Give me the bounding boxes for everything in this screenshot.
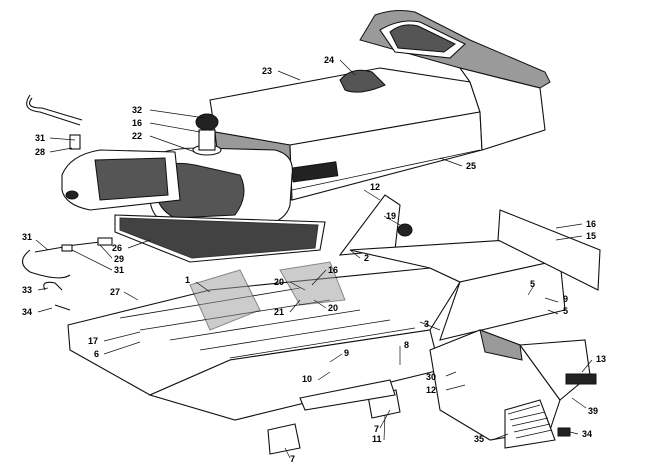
callout-label: 34 <box>22 307 32 317</box>
callout-label: 8 <box>404 340 409 350</box>
callout-label: 31 <box>35 133 45 143</box>
callout-label: 12 <box>370 182 380 192</box>
side-panel <box>429 329 597 449</box>
callout-label: 33 <box>22 285 32 295</box>
callout-label: 31 <box>114 265 124 275</box>
brackets <box>267 379 401 455</box>
callout-label: 30 <box>426 372 436 382</box>
callout-label: 16 <box>586 219 596 229</box>
callout-label: 16 <box>132 118 142 128</box>
callout-label: 28 <box>35 147 45 157</box>
callout-label: 27 <box>110 287 120 297</box>
callout-label: 13 <box>596 354 606 364</box>
callout-label: 12 <box>426 385 436 395</box>
callout-label: 21 <box>274 307 284 317</box>
callout-label: 31 <box>22 232 32 242</box>
callout-label: 20 <box>274 277 284 287</box>
intake-duct <box>26 94 181 211</box>
callout-label: 17 <box>88 336 98 346</box>
callout-label: 7 <box>290 454 295 464</box>
callout-label: 35 <box>474 434 484 444</box>
callout-label: 5 <box>530 279 535 289</box>
callout-label: 6 <box>94 349 99 359</box>
callout-label: 2 <box>364 253 369 263</box>
callout-label: 7 <box>374 424 379 434</box>
callout-label: 23 <box>262 66 272 76</box>
callout-label: 10 <box>302 374 312 384</box>
callout-label: 25 <box>466 161 476 171</box>
callout-label: 9 <box>344 348 349 358</box>
callout-label: 5 <box>563 306 568 316</box>
callout-label: 16 <box>328 265 338 275</box>
callout-label: 22 <box>132 131 142 141</box>
callout-label: 11 <box>372 434 382 444</box>
callout-label: 9 <box>563 294 568 304</box>
callout-label: 39 <box>588 406 598 416</box>
callout-label: 32 <box>132 105 142 115</box>
tunnel-frame <box>67 194 601 421</box>
callout-label: 15 <box>586 231 596 241</box>
callout-label: 29 <box>114 254 124 264</box>
callout-label: 1 <box>185 275 190 285</box>
callout-label: 3 <box>424 319 429 329</box>
fuel-line-assembly <box>21 237 113 311</box>
callout-label: 19 <box>386 211 396 221</box>
callout-label: 26 <box>112 243 122 253</box>
fuel-tank <box>114 113 326 263</box>
callout-label: 34 <box>582 429 592 439</box>
callouts: 32 16 22 23 24 25 31 28 31 33 34 29 31 2… <box>22 55 606 464</box>
callout-label: 20 <box>328 303 338 313</box>
callout-label: 24 <box>324 55 334 65</box>
